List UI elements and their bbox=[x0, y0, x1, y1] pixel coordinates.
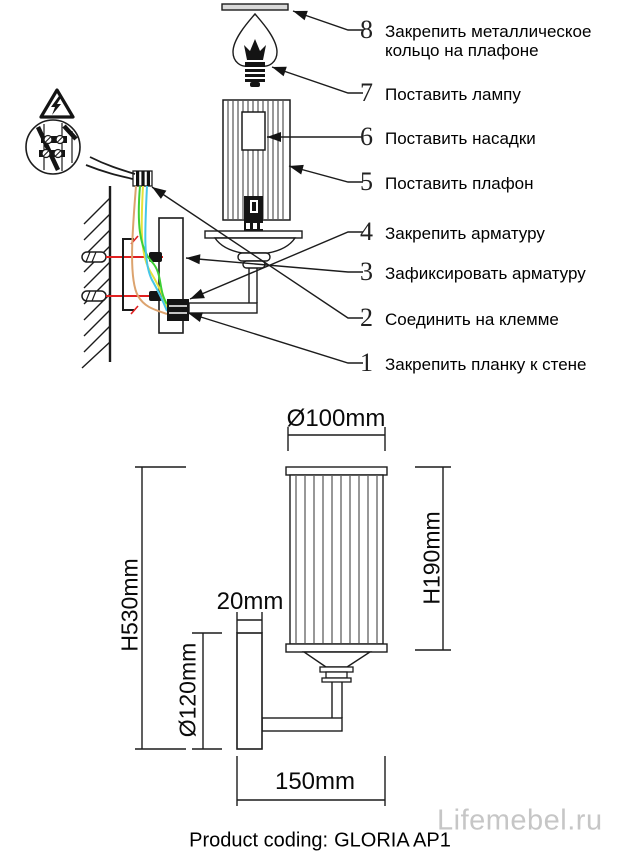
mounting-bracket bbox=[122, 235, 139, 315]
step-number: 3 bbox=[360, 257, 373, 286]
dim-armature bbox=[261, 651, 373, 732]
light-bulb bbox=[232, 12, 278, 87]
step-label: Закрепить металлическое кольцо на плафон… bbox=[385, 22, 592, 60]
step-6: 6 Поставить насадки bbox=[360, 124, 536, 150]
lamp-socket bbox=[244, 196, 264, 232]
step-label: Закрепить планку к стене bbox=[385, 355, 587, 374]
terminal-block bbox=[167, 299, 189, 321]
step-3: 3 Зафиксировать арматуру bbox=[360, 259, 586, 285]
step-number: 2 bbox=[360, 303, 373, 332]
step-number: 6 bbox=[360, 122, 373, 151]
step-number: 1 bbox=[360, 348, 373, 377]
step-number: 7 bbox=[360, 78, 373, 107]
dim-backplate bbox=[236, 632, 263, 750]
dim-label-shade-diameter: Ø100mm bbox=[286, 405, 386, 432]
wall bbox=[81, 186, 112, 369]
step-label: Закрепить арматуру bbox=[385, 224, 545, 243]
watermark: Lifemebel.ru bbox=[437, 804, 603, 837]
leader-arrowheads bbox=[152, 10, 308, 322]
step-number: 4 bbox=[360, 217, 373, 246]
step-4: 4 Закрепить арматуру bbox=[360, 219, 545, 245]
product-coding: Product coding:GLORIA AP1 bbox=[189, 830, 451, 853]
product-coding-value: GLORIA AP1 bbox=[334, 829, 451, 852]
step-7: 7 Поставить лампу bbox=[360, 80, 521, 106]
product-coding-label: Product coding: bbox=[189, 829, 329, 852]
dimension-lines bbox=[135, 427, 451, 806]
step-label: Поставить плафон bbox=[385, 174, 534, 193]
dim-label-backplate-height: Ø120mm bbox=[174, 642, 201, 738]
leader-lines bbox=[151, 10, 363, 364]
step-5: 5 Поставить плафон bbox=[360, 169, 534, 195]
dim-label-backplate-width: 20mm bbox=[216, 588, 284, 615]
step-1: 1 Закрепить планку к стене bbox=[360, 350, 587, 376]
step-label: Соединить на клемме bbox=[385, 310, 559, 329]
dimension-drawing bbox=[135, 427, 451, 806]
dim-label-overall-height: H530mm bbox=[116, 558, 143, 652]
step-number: 8 bbox=[360, 15, 373, 44]
terminal-detail-circle bbox=[25, 119, 81, 175]
electrical-hazard-triangle-icon bbox=[39, 88, 75, 119]
armature bbox=[188, 230, 303, 314]
dim-label-projection: 150mm bbox=[274, 768, 356, 795]
assembly-diagram bbox=[25, 3, 363, 369]
step-label: Поставить лампу bbox=[385, 85, 521, 104]
wires bbox=[131, 185, 168, 315]
step-label: Поставить насадки bbox=[385, 129, 536, 148]
mounting-screw-top bbox=[81, 251, 163, 263]
step-8: 8 Закрепить металлическое кольцо на плаф… bbox=[360, 15, 617, 61]
step-2: 2 Соединить на клемме bbox=[360, 305, 559, 331]
mounting-screw-bottom bbox=[81, 290, 163, 302]
supply-cable bbox=[85, 156, 136, 180]
wire-connector bbox=[132, 170, 153, 187]
step-number: 5 bbox=[360, 167, 373, 196]
metal-ring bbox=[221, 3, 289, 11]
step-label: Зафиксировать арматуру bbox=[385, 264, 586, 283]
dim-lampshade bbox=[285, 466, 388, 653]
dim-label-shade-height: H190mm bbox=[418, 511, 445, 605]
insert-sleeve bbox=[241, 111, 266, 151]
